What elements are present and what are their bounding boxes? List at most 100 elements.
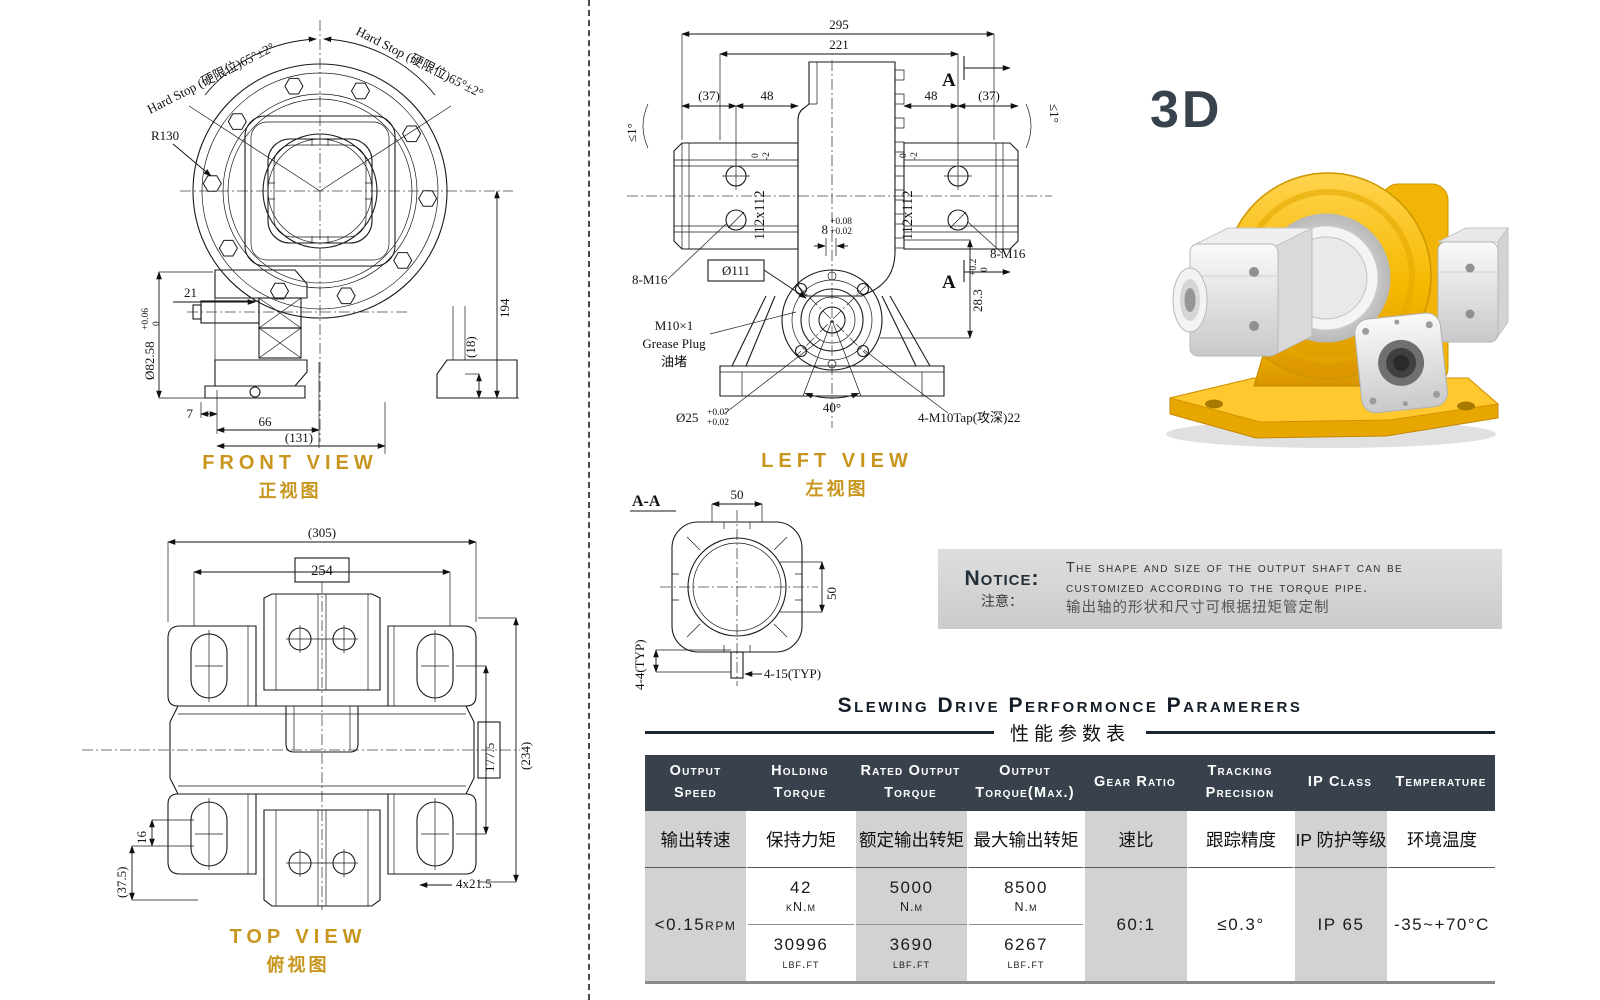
dim-bolts-left: 8-M16 [632,272,668,287]
section-mark-a-bottom: A [942,272,956,293]
subtitle-rule-left [645,731,994,734]
col-header-rated-output-torque: Rated Output Torque [854,755,967,811]
dim-angle-left: ≤1° [624,123,639,142]
subtitle-rule-right [1146,731,1496,734]
left-output-shafts [673,142,1019,250]
value: 8500 [1004,878,1048,897]
unit: lbf.ft [1007,957,1045,971]
table-subtitle-row: 性能参数表 [645,719,1496,746]
dim-254: 254 [311,563,334,579]
dim-bolts-right: 8-M16 [990,246,1026,261]
header-line: Precision [1205,785,1275,801]
top-view-drawing: (305) 254 177.5 (234) 16 (37.5) 4x21.5 [82,525,533,910]
dim-shaft-dia-tol-up: +0.06 [141,308,151,330]
dim-66: 66 [259,414,273,429]
dim-hard-stop-right: Hard Stop (硬限位)65°±2° [354,23,486,100]
left-dimensions: 295 221 (37) 48 48 (37) A A ≤1° ≤1° 112x… [624,17,1062,428]
header-line: Tracking [1207,763,1273,780]
dim-16: 16 [134,831,149,845]
cell-ip-class: IP 65 [1293,868,1387,981]
top-body [167,593,477,907]
notice-line1: The shape and size of the output shaft c… [1066,559,1403,576]
dim-50-top: 50 [731,487,744,502]
cn-header-output-torque-max: 最大输出转矩 [967,811,1083,868]
value: 5000 [889,878,934,897]
holding-torque-metric: 42 kN.m [748,868,854,924]
left-housing [797,61,905,297]
dim-375: (37.5) [114,867,129,898]
3d-label: 3D [1150,81,1223,139]
left-flange [781,269,883,371]
notice-heading: Notice: 注意： [946,567,1058,611]
col-header-output-torque-max: Output Torque(Max.) [967,755,1083,811]
notice-line2: customized according to the torque pipe. [1066,580,1369,597]
rated-torque-metric: 5000 N.m [856,868,967,924]
dim-sq-left: 112x112 [752,190,768,240]
header-line: Torque [884,785,937,801]
dim-8-tol-up: +0.08 [830,217,852,227]
gear-ratio-value: 60:1 [1116,914,1156,934]
dim-48-left: 48 [761,88,774,103]
dim-18: (18) [463,336,478,358]
unit: lbf.ft [782,957,820,971]
cell-output-torque-max: 8500 N.m 6267 lbf.ft [967,868,1083,981]
left-view-title-cn: 左视图 [805,479,869,499]
cell-tracking-precision: ≤0.3° [1187,868,1293,981]
header-line: IP Class [1307,774,1373,791]
dim-shaft-dia: Ø82.58 [142,341,157,380]
left-view-title: LEFT VIEW 左视图 [612,450,1062,501]
dim-40deg: 40° [823,400,841,415]
header-line: Rated Output [860,763,961,780]
front-view-drawing: Hard Stop (硬限位)65°±2° Hard Stop (硬限位)65°… [141,20,519,454]
output-speed-value: <0.15rpm [654,914,737,934]
cell-holding-torque: 42 kN.m 30996 lbf.ft [746,868,854,981]
cn-header-ip-class: IP 防护等级 [1293,811,1387,868]
dim-sq-left-tol-up: 0 [751,153,761,158]
cn-header-gear-ratio: 速比 [1083,811,1187,868]
header-line: Gear Ratio [1093,774,1177,791]
dim-21: 21 [184,285,197,300]
header-line: Output [999,763,1051,780]
ip-class-value: IP 65 [1317,914,1365,934]
cn-header-output-speed: 输出转速 [645,811,746,868]
max-torque-imperial: 6267 lbf.ft [969,924,1083,981]
dim-sq-right-tol-dn: -2 [910,152,920,160]
header-line: Temperature [1395,774,1487,791]
notice-title: Notice: [964,567,1040,590]
dim-dia25-tol-dn: +0.02 [707,418,729,428]
cell-rated-output-torque: 5000 N.m 3690 lbf.ft [854,868,967,981]
front-view-title-cn: 正视图 [258,481,322,501]
dim-131: (131) [285,430,313,445]
top-view-title: TOP VIEW 俯视图 [58,926,538,977]
dim-4-15-typ: 4-15(TYP) [764,666,821,681]
dim-37-left: (37) [698,88,720,103]
dim-shaft-dia-tol-dn: 0 [152,321,162,326]
header-line: Torque [773,785,827,801]
left-pedestal [719,295,945,397]
section-aa-label: A-A [632,493,661,510]
cn-header-rated-output-torque: 额定输出转矩 [854,811,967,868]
dim-221: 221 [829,37,849,52]
holding-torque-imperial: 30996 lbf.ft [748,924,854,981]
value: 3690 [889,935,934,954]
col-header-temperature: Temperature [1387,755,1495,811]
dim-37-right: (37) [978,88,1000,103]
dim-283-tol-dn: 0 [980,267,990,272]
page-divider-line [588,0,590,1000]
dim-4-4-typ: 4-4(TYP) [632,639,647,690]
top-view-title-en: TOP VIEW [229,926,367,948]
dim-sq-right-tol-up: 0 [899,153,909,158]
dim-r130: R130 [151,128,179,143]
value: 6267 [1004,935,1048,954]
dim-dia25-tol-up: +0.07 [707,408,729,418]
header-line: Output [669,763,722,780]
unit: N.m [900,900,923,914]
section-mark-a-top: A [942,70,956,91]
cell-output-speed: <0.15rpm [645,868,746,981]
unit: lbf.ft [893,957,930,971]
dim-305: (305) [308,525,336,540]
cell-temperature: -35~+70°C [1387,868,1495,981]
header-line: Holding [771,763,829,780]
top-dimensions: (305) 254 177.5 (234) 16 (37.5) 4x21.5 [114,525,533,901]
